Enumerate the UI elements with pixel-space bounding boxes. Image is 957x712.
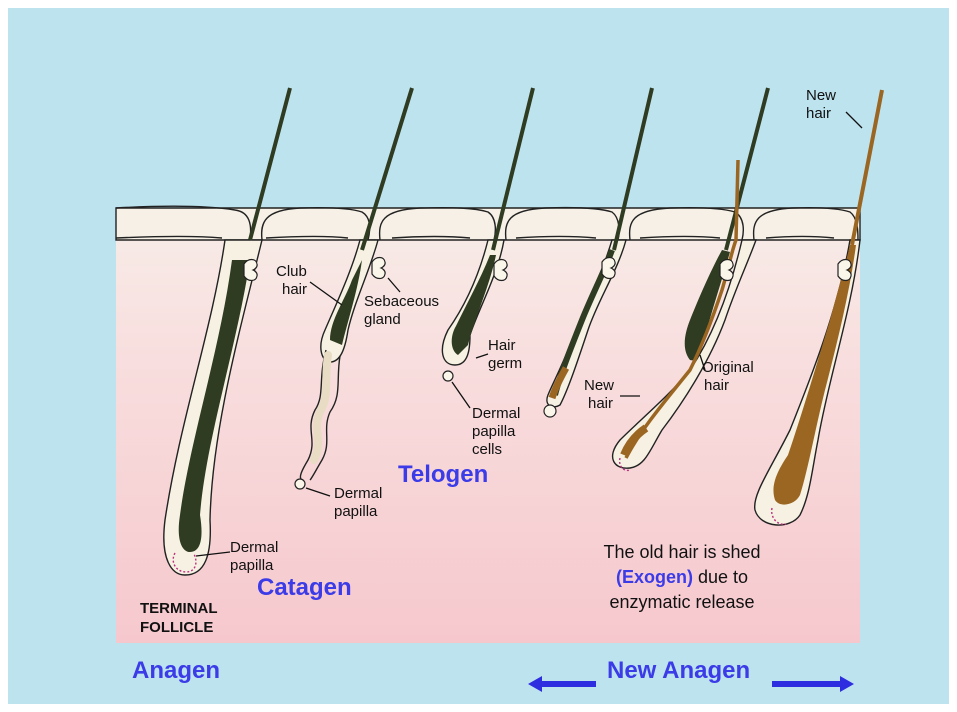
label-dermal-papilla-1a: Dermal bbox=[230, 539, 278, 556]
label-terminal: TERMINAL bbox=[140, 600, 218, 617]
label-new-hair-top-a: New bbox=[806, 87, 836, 104]
label-original-hair-b: hair bbox=[704, 377, 729, 394]
arrow-left bbox=[528, 676, 596, 692]
label-sebaceous-a: Sebaceous bbox=[364, 293, 439, 310]
label-new-hair-a: New bbox=[584, 377, 614, 394]
stage-catagen: Catagen bbox=[257, 574, 352, 601]
stage-new-anagen: New Anagen bbox=[607, 657, 750, 684]
label-new-hair-b: hair bbox=[588, 395, 613, 412]
note-exogen: (Exogen) bbox=[616, 567, 693, 587]
note-line1: The old hair is shed bbox=[603, 542, 760, 562]
label-hair-germ-b: germ bbox=[488, 355, 522, 372]
label-hair-germ-a: Hair bbox=[488, 337, 516, 354]
note-line2-rest: due to bbox=[693, 567, 748, 587]
note-line2: (Exogen) due to bbox=[616, 567, 748, 587]
label-new-hair-top-b: hair bbox=[806, 105, 831, 122]
arrow-right bbox=[772, 676, 854, 692]
label-dermal-papilla-1b: papilla bbox=[230, 557, 274, 574]
note-line3: enzymatic release bbox=[609, 592, 754, 612]
label-dermal-papilla-2a: Dermal bbox=[334, 485, 382, 502]
label-dermal-papilla-2b: papilla bbox=[334, 503, 378, 520]
label-dp-cells-c: cells bbox=[472, 441, 502, 458]
stage-telogen: Telogen bbox=[398, 461, 488, 488]
label-sebaceous-b: gland bbox=[364, 311, 401, 328]
label-dp-cells-b: papilla bbox=[472, 423, 516, 440]
stage-anagen: Anagen bbox=[132, 657, 220, 684]
label-follicle: FOLLICLE bbox=[140, 619, 213, 636]
label-original-hair-a: Original bbox=[702, 359, 754, 376]
label-club-hair-b: hair bbox=[282, 281, 307, 298]
label-club-hair-a: Club bbox=[276, 263, 307, 280]
label-dp-cells-a: Dermal bbox=[472, 405, 520, 422]
